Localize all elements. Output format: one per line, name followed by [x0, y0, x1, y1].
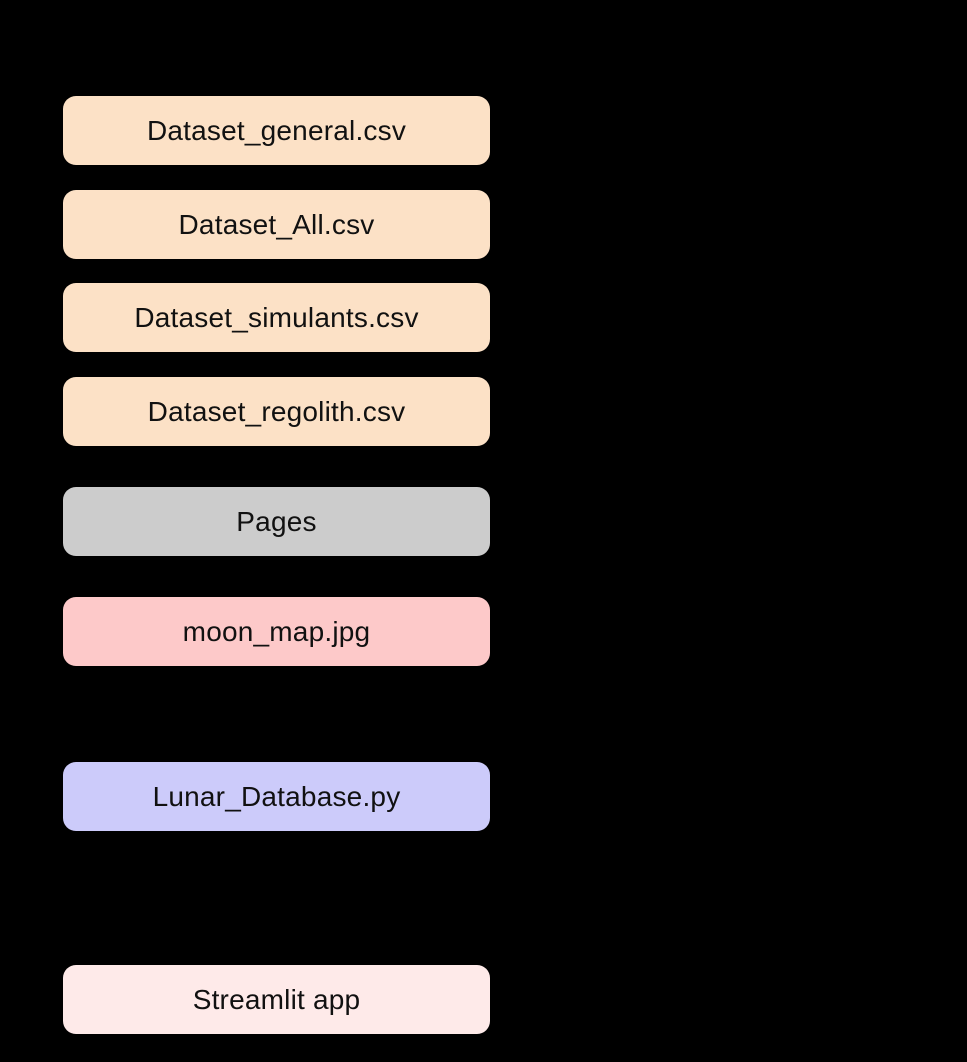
- node-dataset-general-csv: Dataset_general.csv: [63, 96, 490, 165]
- node-lunar-database-py: Lunar_Database.py: [63, 762, 490, 831]
- node-moon-map-jpg: moon_map.jpg: [63, 597, 490, 666]
- node-dataset-simulants-csv: Dataset_simulants.csv: [63, 283, 490, 352]
- node-dataset-regolith-csv: Dataset_regolith.csv: [63, 377, 490, 446]
- node-dataset-all-csv: Dataset_All.csv: [63, 190, 490, 259]
- node-streamlit-app: Streamlit app: [63, 965, 490, 1034]
- node-pages-folder: Pages: [63, 487, 490, 556]
